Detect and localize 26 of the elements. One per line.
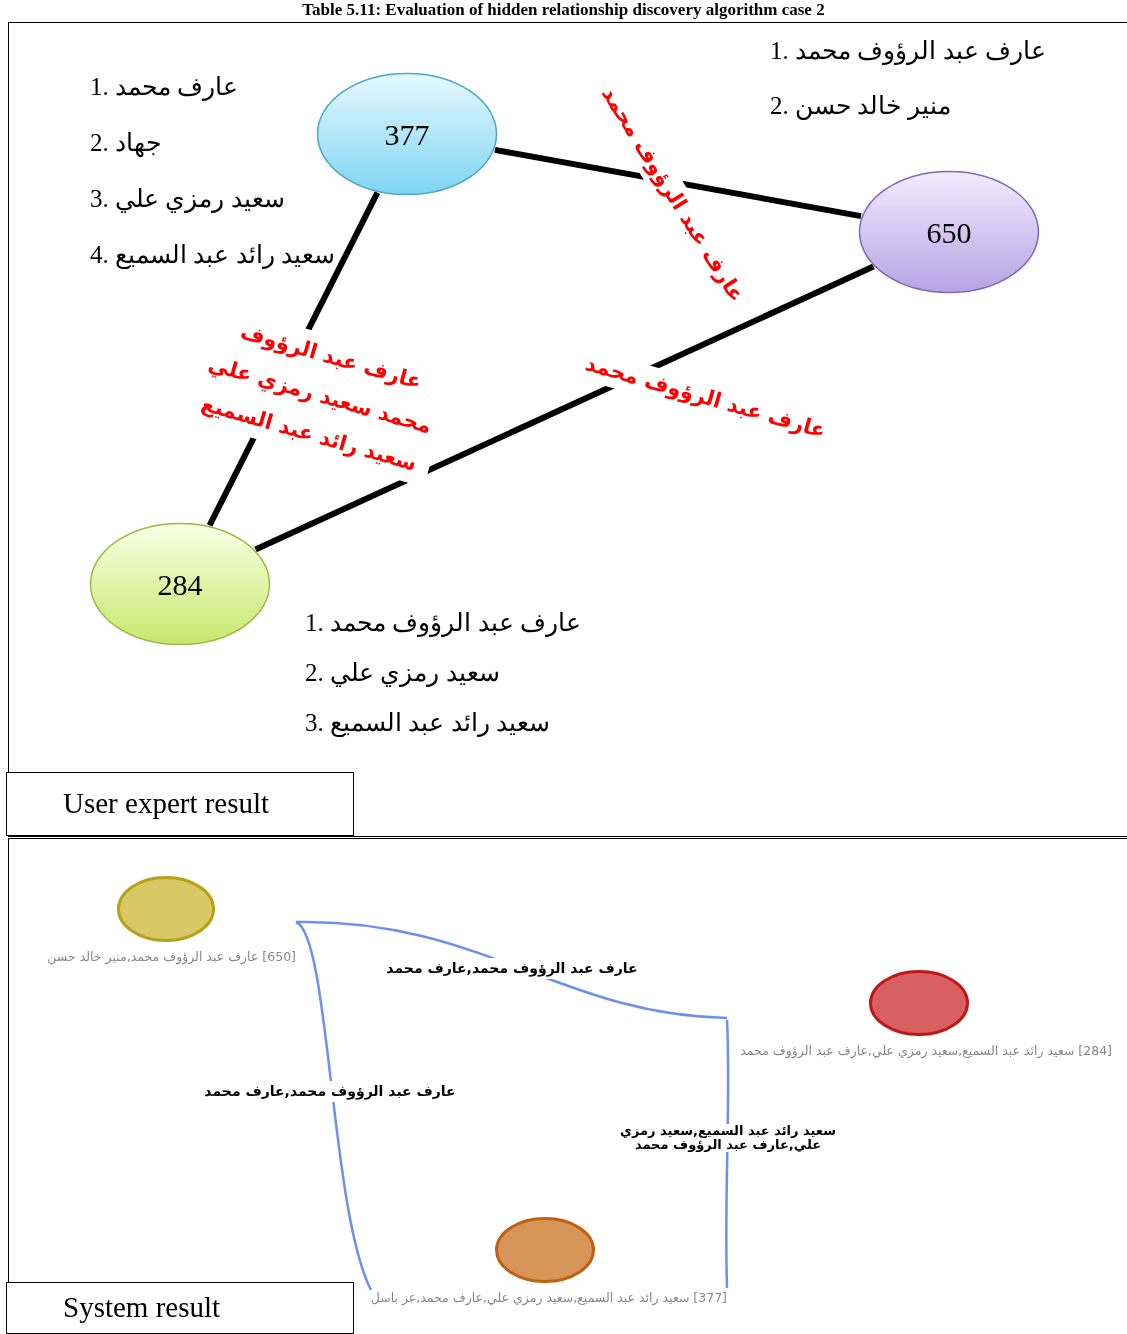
connector-line bbox=[295, 921, 373, 1291]
node-caption: [650] عارف عبد الرؤوف محمد,منير خالد حسن bbox=[47, 948, 296, 967]
name-list-item: 1. عارف محمد bbox=[90, 72, 239, 103]
table-title: Table 5.11: Evaluation of hidden relationship discovery algorithm case 2 bbox=[301, 0, 826, 20]
node-number: 377 bbox=[384, 116, 430, 153]
ellipse-node bbox=[316, 72, 498, 196]
name-list-item: 2. جهاد bbox=[90, 128, 161, 159]
name-list-item: 1. عارف عبد الرؤوف محمد bbox=[305, 608, 581, 639]
node-caption: [284] سعيد رائد عبد السميع,سعيد رمزي علي,عارف عبد الرؤوف محمد bbox=[740, 1042, 1112, 1061]
result-label-box: System result bbox=[6, 1282, 354, 1334]
name-list-item: 2. سعيد رمزي علي bbox=[305, 658, 500, 689]
name-list-item: 2. منير خالد حسن bbox=[770, 91, 951, 122]
connector-line bbox=[725, 1019, 730, 1289]
connector-line bbox=[295, 920, 728, 1020]
node-number: 284 bbox=[157, 566, 203, 603]
ellipse-node bbox=[858, 170, 1040, 294]
name-list-item: 3. سعيد رائد عبد السميع bbox=[305, 708, 550, 739]
connector-line bbox=[494, 146, 862, 220]
ellipse-node bbox=[89, 522, 271, 646]
node-number: 650 bbox=[926, 214, 972, 251]
result-label-box: User expert result bbox=[6, 772, 354, 836]
name-list-item: 4. سعيد رائد عبد السميع bbox=[90, 240, 335, 271]
node-caption: [377] سعيد رائد عبد السميع,سعيد رمزي علي,عارف محمد,عز باسل bbox=[370, 1289, 727, 1308]
name-list-item: 3. سعيد رمزي علي bbox=[90, 184, 285, 215]
connector-line bbox=[254, 263, 875, 553]
name-list-item: 1. عارف عبد الرؤوف محمد bbox=[770, 36, 1046, 67]
